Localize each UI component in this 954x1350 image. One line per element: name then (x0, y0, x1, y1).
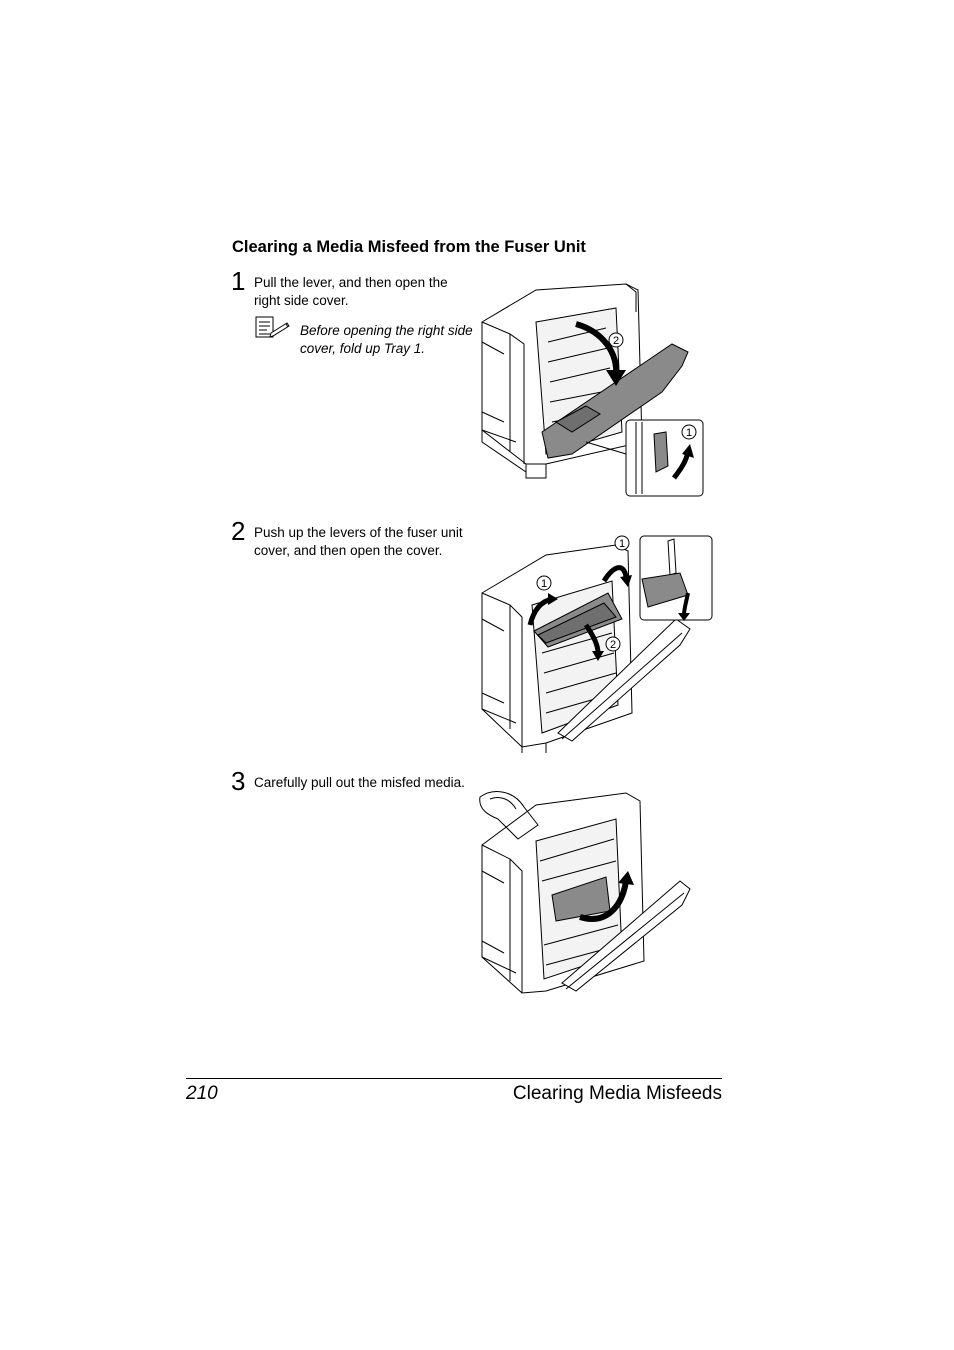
callout-1-left: 1 (541, 578, 547, 590)
page-number: 210 (186, 1083, 218, 1104)
note-text: Before opening the right side cover, fol… (300, 323, 473, 356)
step-3-text: Carefully pull out the misfed media. (254, 775, 465, 790)
callout-1-top: 1 (619, 538, 625, 550)
callout-2: 2 (610, 639, 616, 651)
printer-illustration-step-3 (479, 791, 691, 994)
chapter-title: Clearing Media Misfeeds (512, 1083, 722, 1104)
footer-rule (186, 1078, 722, 1079)
step-2-text: Push up the levers of the fuser unit cov… (254, 525, 463, 558)
printer-illustration-step-1: 2 1 (481, 283, 704, 497)
note-icon (255, 316, 291, 345)
callout-2: 2 (613, 335, 619, 347)
section-title: Clearing a Media Misfeed from the Fuser … (232, 238, 586, 256)
printer-illustration-step-2: 1 1 2 (481, 535, 713, 753)
step-1-text: Pull the lever, and then open the right … (254, 275, 448, 308)
callout-1: 1 (686, 427, 692, 439)
step-1-number: 1 (231, 266, 246, 296)
step-2-number: 2 (231, 516, 246, 546)
step-3-number: 3 (231, 766, 246, 796)
